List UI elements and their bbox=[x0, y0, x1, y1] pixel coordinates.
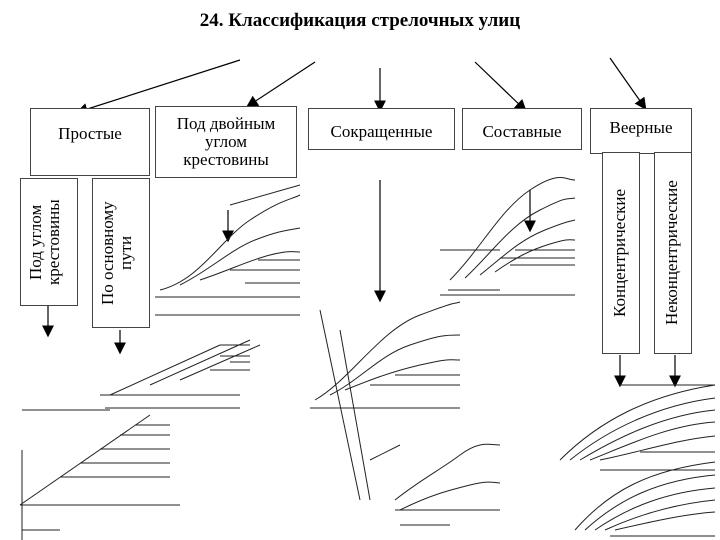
simple-label: Простые bbox=[58, 124, 122, 143]
drawing-fan-non-concentric bbox=[574, 451, 716, 537]
drawing-fan-concentric bbox=[559, 384, 716, 471]
drawing-simple-crossing-angle bbox=[19, 409, 180, 540]
drawing-double-angle bbox=[155, 184, 301, 316]
double-angle-box: Под двойным углом крестовины bbox=[155, 106, 297, 178]
drawing-shortened bbox=[310, 301, 501, 526]
arrow-to-compound bbox=[474, 61, 527, 112]
concentric-box: Концентрические bbox=[602, 152, 640, 354]
fan-box: Веерные bbox=[590, 108, 692, 154]
main-track-box: По основному пути bbox=[92, 178, 150, 328]
compound-label: Составные bbox=[482, 122, 562, 141]
concentric-label: Концентрические bbox=[610, 188, 629, 318]
crossing-angle-box: Под углом крестовины bbox=[20, 178, 78, 306]
simple-box: Простые bbox=[30, 108, 150, 176]
non-concentric-box: Неконцентрические bbox=[654, 152, 692, 354]
compound-box: Составные bbox=[462, 108, 582, 150]
crossing-angle-label: Под углом крестовины bbox=[26, 199, 63, 285]
diagram-title: 24. Классификация стрелочных улиц bbox=[199, 10, 521, 31]
double-angle-label: Под двойным углом крестовины bbox=[176, 114, 276, 169]
arrow-to-double-angle bbox=[245, 61, 316, 108]
arrow-to-fan bbox=[609, 57, 647, 110]
shortened-label: Сокращенные bbox=[330, 122, 433, 141]
fan-label: Веерные bbox=[609, 118, 673, 137]
drawing-compound bbox=[440, 177, 576, 296]
main-track-label: По основному пути bbox=[98, 201, 135, 305]
drawing-simple-main-track bbox=[100, 339, 261, 409]
shortened-box: Сокращенные bbox=[308, 108, 455, 150]
arrow-to-simple bbox=[75, 59, 241, 115]
non-concentric-label: Неконцентрические bbox=[662, 180, 681, 326]
